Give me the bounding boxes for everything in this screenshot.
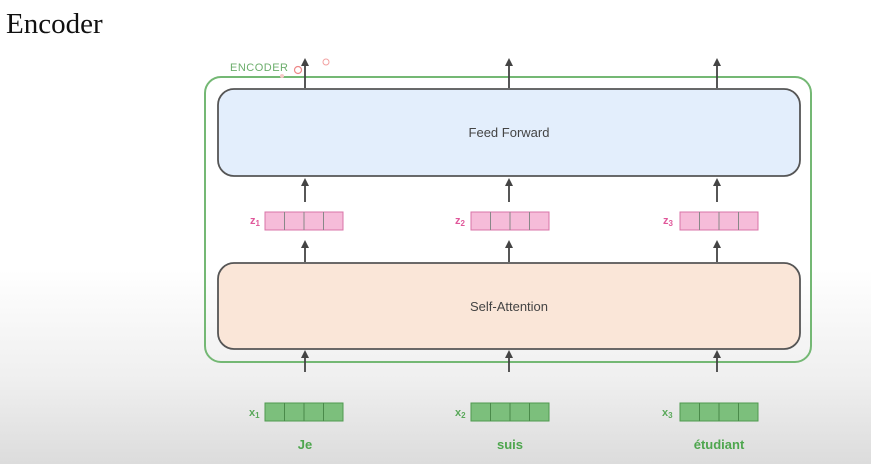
z-vector xyxy=(470,211,550,231)
column-3: z3 x3 étudiant xyxy=(662,58,759,452)
x-vector xyxy=(264,402,344,422)
x-label: x3 xyxy=(662,407,673,420)
z-label: z2 xyxy=(455,215,466,228)
column-2: z2 x2 suis xyxy=(455,58,550,452)
cursor-highlight-icon xyxy=(280,58,330,78)
x-vector xyxy=(470,402,550,422)
z-label: z1 xyxy=(250,215,261,228)
feed-forward-box xyxy=(217,88,801,177)
z-label: z3 xyxy=(663,215,674,228)
input-word: étudiant xyxy=(694,437,745,452)
self-attention-label: Self-Attention xyxy=(470,299,548,314)
z-vector xyxy=(679,211,759,231)
input-word: Je xyxy=(298,437,312,452)
x-label: x1 xyxy=(249,407,260,420)
self-attention-box xyxy=(217,262,801,350)
feed-forward-label: Feed Forward xyxy=(469,125,550,140)
column-1: z1 x1 Je xyxy=(249,58,344,452)
encoder-boundary xyxy=(204,76,812,363)
page-title: Encoder xyxy=(6,8,103,40)
input-word: suis xyxy=(497,437,523,452)
z-vector xyxy=(264,211,344,231)
encoder-label: ENCODER xyxy=(230,62,289,74)
x-label: x2 xyxy=(455,407,466,420)
x-vector xyxy=(679,402,759,422)
